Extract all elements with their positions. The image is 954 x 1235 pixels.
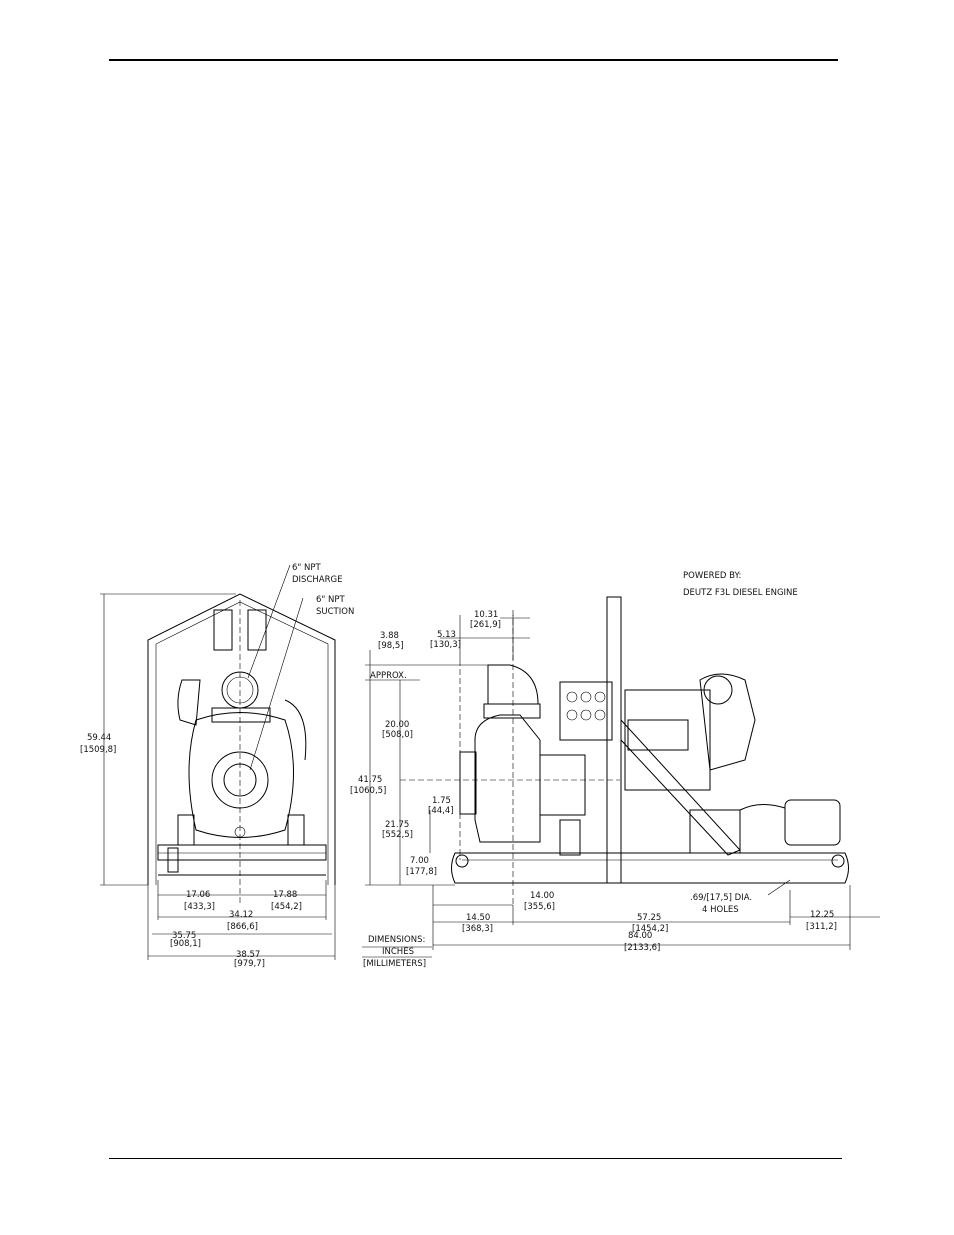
- units-label: DIMENSIONS:: [368, 935, 425, 945]
- powered-by-label: POWERED BY:: [683, 571, 741, 581]
- pump-casing: [188, 712, 294, 838]
- dim-label: 14.50: [466, 913, 490, 923]
- dim-label: 17.88: [273, 890, 297, 900]
- footer-rule: [109, 1158, 842, 1159]
- dim-label: [552,5]: [382, 830, 413, 840]
- dim-label: [433,3]: [184, 902, 215, 912]
- dim-label: 17.06: [186, 890, 210, 900]
- dim-label: 12.25: [810, 910, 834, 920]
- side-view: [362, 596, 880, 958]
- dim-label: [1060,5]: [350, 786, 386, 796]
- dim-label: [368,3]: [462, 924, 493, 934]
- dim-label: [177,8]: [406, 867, 437, 877]
- enclosure-outline: [147, 593, 336, 885]
- dim-label: 21.75: [385, 820, 409, 830]
- engine-label: DEUTZ F3L DIESEL ENGINE: [683, 588, 798, 598]
- dim-label: 38.57: [236, 950, 260, 960]
- suction-flange-side: [459, 751, 477, 815]
- discharge-label: DISCHARGE: [292, 575, 342, 585]
- dim-label: 14.00: [530, 891, 554, 901]
- fuel-tank: [784, 799, 841, 846]
- dim-label: 35.75: [172, 931, 196, 941]
- dim-label: [261,9]: [470, 620, 501, 630]
- dim-label: [44,4]: [428, 806, 454, 816]
- suction-label: SUCTION: [316, 607, 354, 617]
- dim-label: 41.75: [358, 775, 382, 785]
- dim-label: [866,6]: [227, 922, 258, 932]
- holes-label: 4 HOLES: [702, 905, 739, 915]
- dim-label: 20.00: [385, 720, 409, 730]
- approx-label: APPROX.: [370, 671, 407, 681]
- dim-label: [98,5]: [378, 641, 404, 651]
- dim-label: [2133,6]: [624, 943, 660, 953]
- filler-cap: [177, 679, 201, 726]
- discharge-flange: [211, 707, 271, 723]
- dim-label: 57.25: [637, 913, 661, 923]
- dim-label: 3.88: [380, 631, 399, 641]
- lift-bail: [213, 609, 233, 651]
- front-view: [100, 564, 336, 960]
- side-pump-casing: [474, 714, 541, 843]
- engine: [624, 689, 711, 791]
- header-rule: [109, 59, 838, 61]
- dim-label: [130,3]: [430, 640, 461, 650]
- dim-label: 59.44: [87, 733, 111, 743]
- dim-label: [508,0]: [382, 730, 413, 740]
- dim-label: [908,1]: [170, 939, 201, 949]
- dim-label: 5.13: [437, 630, 456, 640]
- control-panel: [559, 681, 613, 741]
- dim-label: [454,2]: [271, 902, 302, 912]
- units-label: INCHES: [382, 947, 414, 957]
- front-base: [157, 844, 327, 861]
- units-label: [MILLIMETERS]: [363, 959, 426, 969]
- dim-label: 84.00: [628, 931, 652, 941]
- holes-label: .69/[17,5] DIA.: [690, 893, 752, 903]
- enclosure-inner: [155, 601, 329, 885]
- dim-label: [979,7]: [234, 959, 265, 969]
- discharge-label: 6" NPT: [292, 563, 322, 573]
- discharge-elbow: [487, 664, 539, 705]
- dim-label: [1454,2]: [632, 924, 668, 934]
- dim-label: 34.12: [229, 910, 253, 920]
- dim-label: 10.31: [474, 610, 498, 620]
- dim-label: 1.75: [432, 796, 451, 806]
- skid-base: [451, 852, 849, 884]
- dim-label: 7.00: [410, 856, 429, 866]
- dim-label: [311,2]: [806, 922, 837, 932]
- dim-label: [1509,8]: [80, 745, 116, 755]
- dim-label: [355,6]: [524, 902, 555, 912]
- suction-label: 6" NPT: [316, 595, 346, 605]
